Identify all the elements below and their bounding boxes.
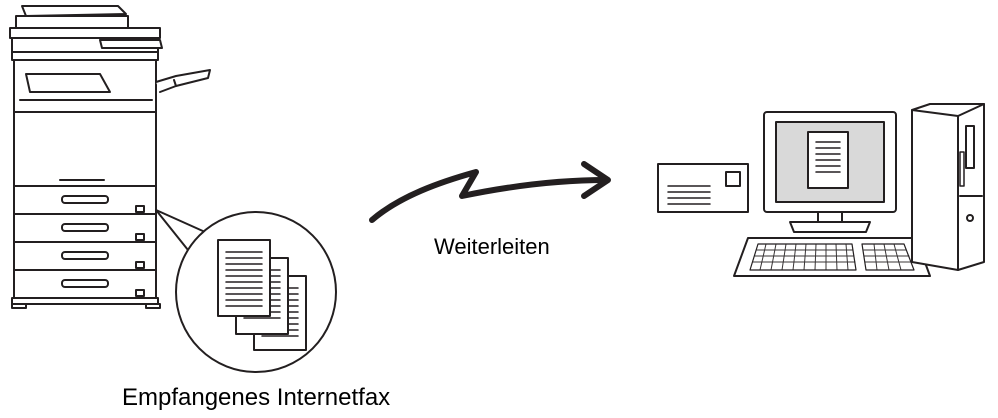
forward-label: Weiterleiten — [434, 234, 550, 259]
envelope-icon — [657, 163, 749, 213]
document-stack-icon — [175, 211, 337, 373]
lightning-arrow-icon — [369, 161, 611, 223]
received-internet-fax-label: Empfangenes Internetfax — [122, 384, 391, 411]
multifunction-printer-icon — [9, 5, 215, 309]
desktop-computer-icon — [733, 103, 985, 277]
